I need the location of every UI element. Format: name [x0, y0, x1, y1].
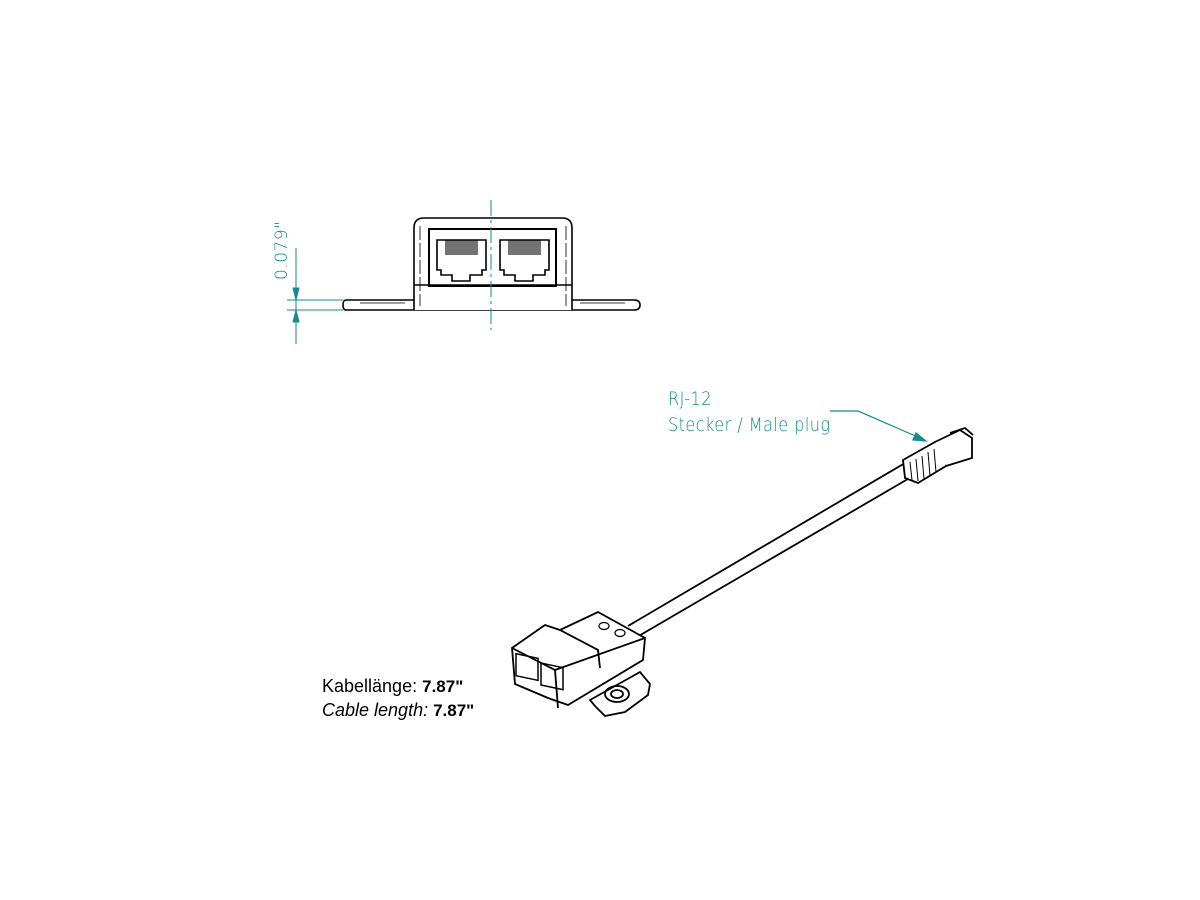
rj12-plug: [902, 426, 974, 484]
cable-edge: [636, 475, 914, 638]
jack-opening: [428, 228, 557, 287]
cable-length-en-label: Cable length:: [322, 700, 429, 720]
flange: [342, 299, 641, 311]
splitter-housing: [511, 610, 651, 717]
front-view: [342, 217, 641, 311]
dimension-label: 0.079": [272, 220, 292, 281]
cable-length-en-value: 7.87": [433, 701, 475, 720]
jack-right: [499, 239, 550, 282]
leader-arrow-icon: [912, 432, 928, 442]
cable-length-en: Cable length: 7.87": [322, 700, 474, 721]
callout-subtitle: Stecker / Male plug: [668, 414, 831, 436]
cable-length-de-value: 7.87": [422, 677, 464, 696]
jack-port: [515, 652, 539, 682]
cable-edge: [627, 462, 906, 627]
isometric-view: [511, 426, 974, 717]
arrow-down-icon: [292, 287, 300, 301]
cable-length-de-label: Kabellänge:: [322, 676, 418, 696]
jack-left: [436, 239, 487, 282]
callout-title: RJ-12: [668, 388, 712, 410]
arrow-up-icon: [292, 309, 300, 323]
cable-length-de: Kabellänge: 7.87": [322, 676, 463, 697]
jack-port: [540, 662, 564, 691]
dimension-lines: [287, 248, 343, 344]
callout-leader: [830, 410, 928, 442]
